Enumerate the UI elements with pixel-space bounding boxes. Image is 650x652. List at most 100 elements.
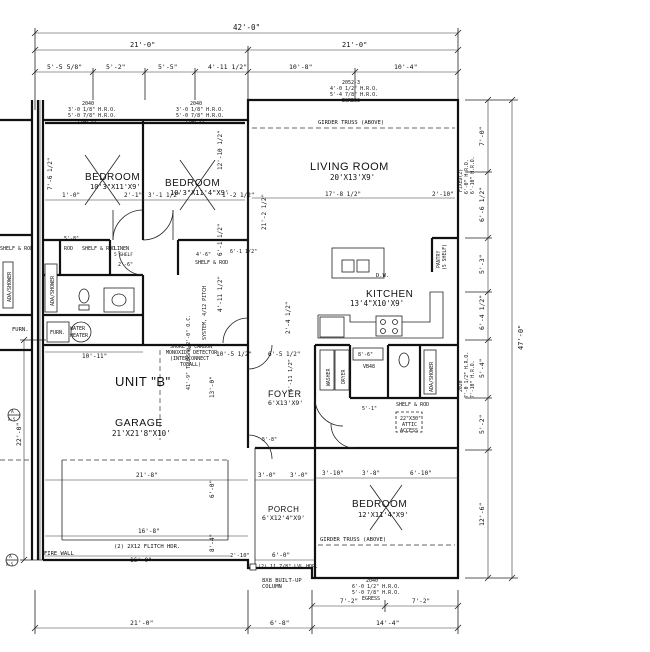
section-markers: A A-5 A A-5 (5, 408, 21, 567)
dim-int-3: 3'-1 1/2" (148, 192, 181, 199)
w3-l3: 5'-4 7/8" H.R.O. (330, 92, 378, 98)
attic-l1: 22"X30" (400, 416, 421, 422)
fire-wall-label: FIRE WALL (44, 551, 74, 557)
ada-shower-left: ADA/SHOWER (50, 275, 56, 306)
attic-l3: ACCESS (400, 428, 418, 434)
w4-l2: 6'-0 1/2" H.R.O. (352, 584, 400, 590)
window-callouts: 2040 3'-0 1/8" H.R.O. 5'-0 7/8" H.R.O. E… (68, 80, 476, 602)
smoke-l4: TO ALL) (180, 362, 201, 368)
living-name: LIVING ROOM (310, 161, 389, 173)
w4-l3: 5'-0 7/8" H.R.O. (352, 590, 400, 596)
bedroom-mid-size: 10'3"X11'4"X9' (170, 189, 229, 197)
dim-right-2: 6'-6 1/2" (478, 187, 486, 222)
w3-l4: EGRESS (342, 98, 360, 104)
bedroom-left-name: BEDROOM (85, 172, 140, 183)
dim-left-half: 21'-0" (130, 41, 155, 49)
porch-size: 6'X12'4"X9' (262, 514, 305, 522)
neighbor-furn: FURN. (12, 327, 29, 333)
dim-int-28: 6'-1 1/2" (230, 249, 257, 255)
dim-int-26: 16'-0" (130, 557, 152, 564)
right-dimension-strings: 47'-0" 7'-0" 6'-6 1/2" 5'-3" 6'-4 1/2" 5… (465, 96, 525, 582)
dim-int-6: 2'-10" (432, 191, 454, 198)
dim-mid-5: 13'-0" (209, 376, 216, 398)
living-size: 20'X13'X9' (330, 173, 375, 182)
dim-overall-depth: 47'-0" (517, 325, 525, 350)
side-top-l2: 6'-0" H.R.O. (464, 159, 470, 194)
dim-int-14: 8'-6" (358, 352, 373, 358)
rod-label: ROD (64, 246, 73, 252)
dim-right-7: 12'-6" (478, 503, 486, 526)
door-swings (112, 209, 356, 460)
dim-mid-7: 8'-4" (209, 534, 216, 552)
dim-int-27: 5'-8" (262, 437, 277, 443)
dim-int-7: 10'-11" (82, 353, 107, 360)
dryer-label: DRYER (341, 369, 347, 384)
side-mid-l1: 2020 (458, 380, 464, 392)
dim-left-bed: 7'-6 1/2" (47, 157, 54, 190)
side-mid-l2: 7'-0 1/2" H.R.O. (464, 352, 470, 398)
column-l2: COLUMN (262, 584, 282, 590)
w1-l2: 3'-0 1/8" H.R.O. (68, 107, 116, 113)
system-note-2: 41'-9" TRUSS @ 2'-0" O.C. (186, 315, 192, 390)
dim-mid-1: 12'-10 1/2" (217, 130, 224, 170)
neighbor-unit: ADA/SHOWER FURN. (0, 100, 34, 560)
column-l1: 8X8 BUILT-UP (262, 578, 302, 584)
linen-label-2: 5 SHELF (114, 252, 133, 258)
porch-name: PORCH (268, 505, 299, 514)
bedroom-right-name: BEDROOM (352, 499, 407, 510)
section-a-top: A (11, 409, 14, 415)
attic-l2: ATTIC (402, 422, 417, 428)
dim-int-21: 3'-0" (258, 472, 276, 479)
bedroom-x-marks (84, 154, 403, 531)
w3-l1: 2052-3 (342, 80, 360, 86)
top-dimension-strings: 42'-0" 21'-0" 21'-0" 5'-5 5/8" 5'-2" 5'-… (31, 23, 462, 110)
dim-bottom-3: 14'-4" (376, 619, 399, 627)
dim-right-half: 21'-0" (342, 41, 367, 49)
washer-label: WASHER (326, 369, 332, 386)
dim-bottom-1: 21'-0" (130, 619, 153, 627)
dim-int-12: 4'-6" (196, 252, 211, 258)
dim-top-seg-5: 10'-8" (289, 63, 312, 71)
w4-l4: EGRESS (362, 596, 380, 602)
left-dimension-strings: 22'-0" 7'-6 1/2" (15, 100, 54, 564)
dim-int-17: 3'-10" (322, 470, 344, 477)
kitchen-size: 13'4"X10'X9' (350, 299, 404, 308)
w1-l1: 2040 (82, 101, 94, 107)
dim-right-5: 5'-4" (478, 358, 486, 378)
garage-size: 21'X21'8"X10' (112, 429, 171, 438)
side-mid-l3: 7'-10" H.R.O. (470, 360, 476, 398)
dim-right-4: 6'-4 1/2" (478, 295, 486, 330)
foyer-name: FOYER (268, 389, 302, 399)
dim-int-11: 5'-8" (64, 236, 79, 242)
water-heater-l2: HEATER (70, 333, 89, 339)
kitchen-name: KITCHEN (366, 289, 413, 300)
dim-bottom-2: 6'-8" (270, 619, 290, 627)
dim-int-16: 5'-1" (362, 406, 377, 412)
dim-int-23: 6'-0" (272, 552, 290, 559)
room-labels: BEDROOM 10'3"X11'X9' BEDROOM 10'3"X11'4"… (85, 161, 413, 522)
bedroom-mid-name: BEDROOM (165, 178, 220, 189)
dim-int-1: 1'-0" (62, 192, 80, 199)
dim-int-10: 2'-4 1/2" (285, 301, 292, 334)
water-heater-l1: WATER (70, 326, 86, 332)
shelf-rod-2: SHELF & ROD (195, 260, 228, 266)
dim-int-25: 16'-8" (138, 528, 160, 535)
dim-int-5: 17'-8 1/2" (325, 191, 361, 198)
neighbor-ada-label: ADA/SHOWER (7, 271, 13, 302)
dim-int-15: 6'-11 1/2" (288, 359, 294, 392)
w1-l3: 5'-0 7/8" H.R.O. (68, 113, 116, 119)
unit-label: UNIT "B" (115, 374, 171, 389)
dim-int-8: 10'-5 1/2" (216, 351, 252, 358)
bottom-dimension-strings: 21'-0" 6'-8" 14'-4" 7'-2" 7'-2" (31, 590, 462, 634)
dim-top-seg-4: 4'-11 1/2" (208, 63, 247, 71)
dim-top-seg-2: 5'-2" (106, 63, 126, 71)
dim-bottom-4: 7'-2" (340, 598, 358, 605)
fire-wall (36, 100, 45, 560)
dw-label: D.W. (376, 273, 389, 279)
exterior-walls (43, 98, 460, 580)
w2-l1: 2040 (190, 101, 202, 107)
girder-lines (159, 127, 455, 546)
dim-top-seg-6: 10'-4" (394, 63, 417, 71)
girder-top: GIRDER TRUSS (ABOVE) (318, 120, 384, 126)
dim-int-20: 21'-8" (136, 472, 158, 479)
